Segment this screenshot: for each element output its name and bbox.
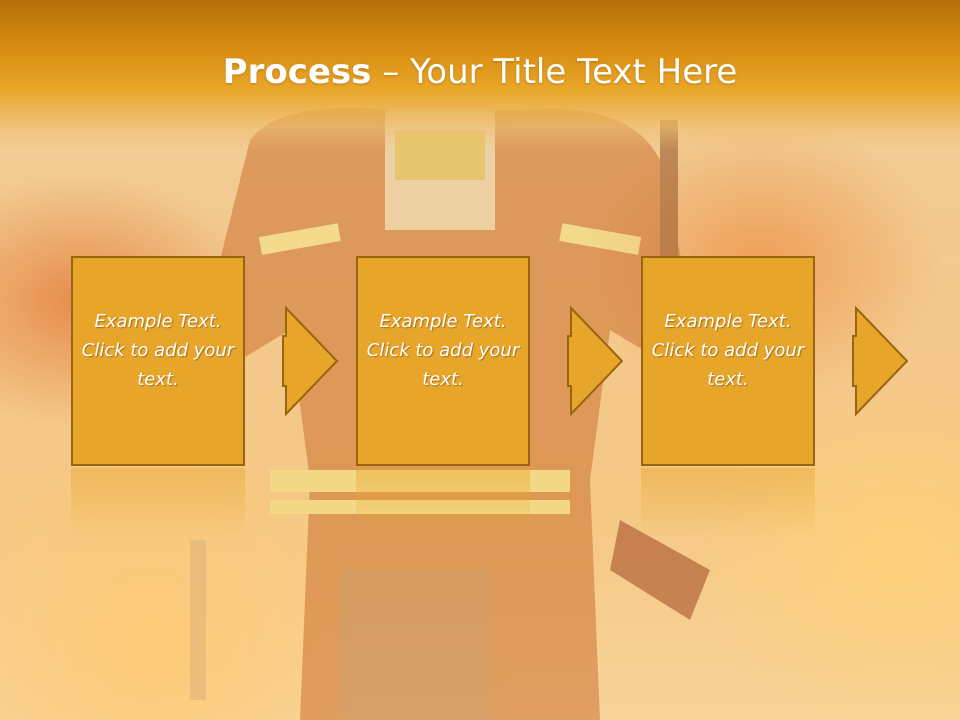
step-3-reflection (641, 468, 815, 538)
title-banner (0, 0, 960, 150)
title-text: Your Title Text Here (410, 52, 738, 92)
step-1-reflection (71, 468, 245, 538)
step-1-text: Example Text. Click to add your text. (81, 310, 235, 390)
right-arrow-icon (852, 306, 908, 416)
step-3-text: Example Text. Click to add your text. (651, 310, 805, 390)
step-2-text: Example Text. Click to add your text. (366, 310, 520, 390)
process-step-1[interactable]: Example Text. Click to add your text. (71, 256, 245, 466)
step-2-reflection (356, 468, 530, 538)
process-step-3[interactable]: Example Text. Click to add your text. (641, 256, 815, 466)
right-arrow-icon (567, 306, 623, 416)
right-arrow-icon (282, 306, 338, 416)
slide-title[interactable]: Process – Your Title Text Here (0, 52, 960, 92)
title-bold: Process (222, 52, 372, 92)
process-step-2[interactable]: Example Text. Click to add your text. (356, 256, 530, 466)
title-separator: – (371, 52, 411, 92)
